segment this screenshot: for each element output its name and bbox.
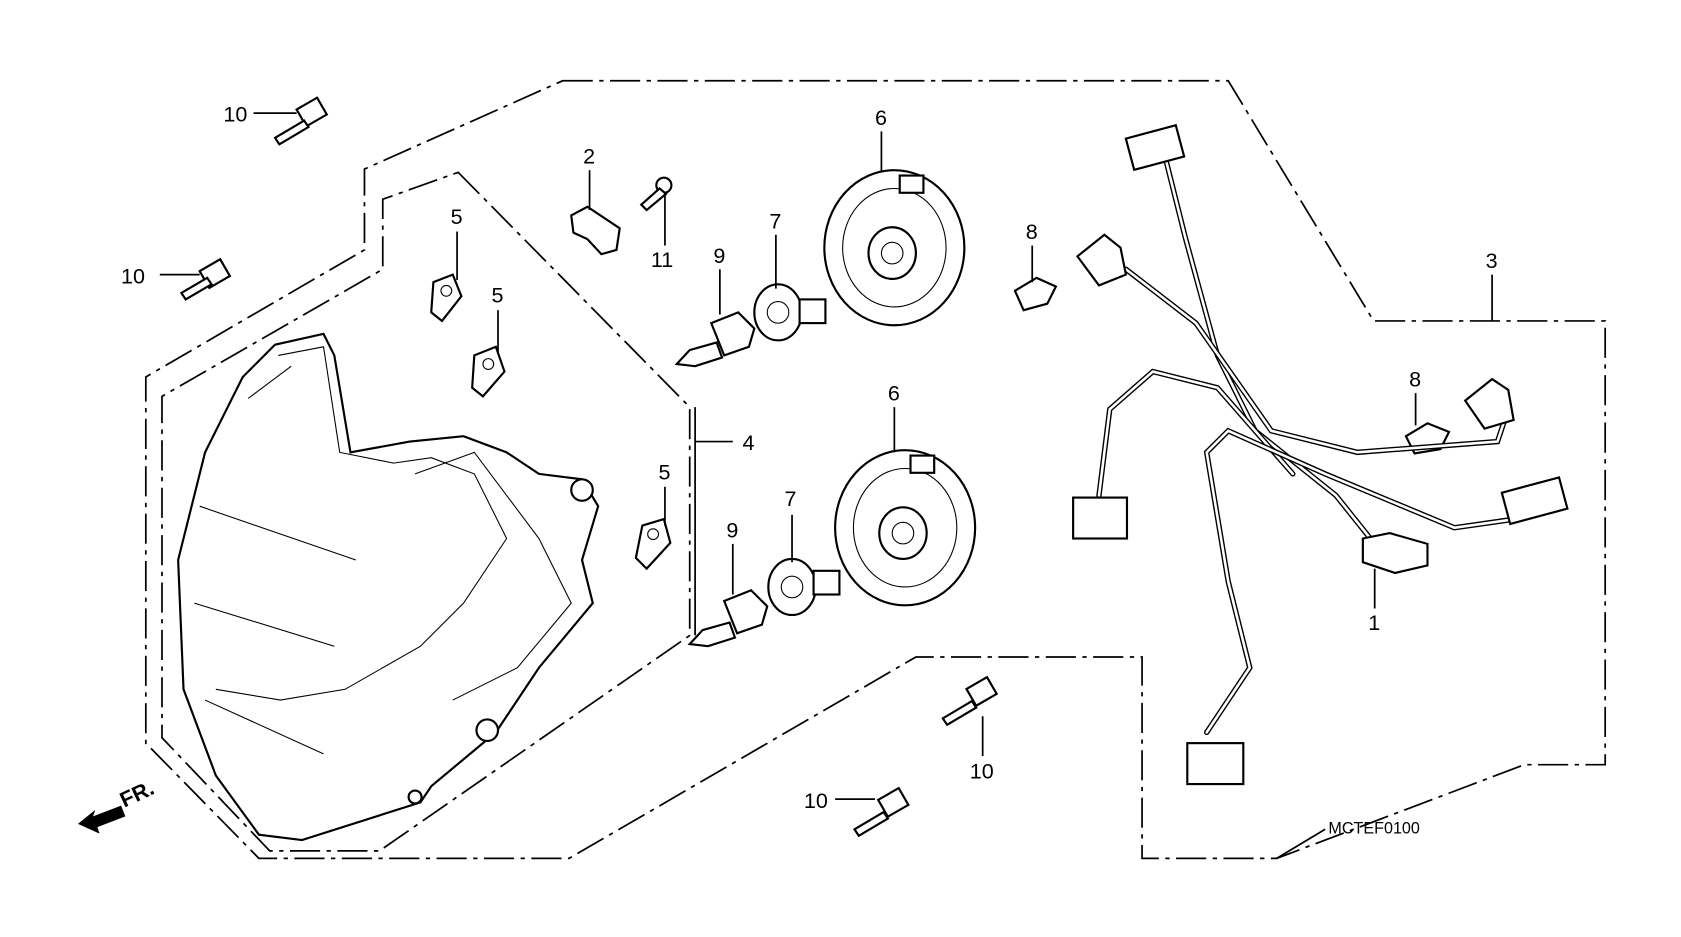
callout-5: 5 — [658, 460, 670, 484]
bolt-icon — [179, 257, 232, 301]
diagram-code: MCTEF0100 — [1328, 820, 1420, 838]
front-direction-arrow: FR. — [77, 776, 158, 834]
callout-7: 7 — [769, 209, 781, 233]
callout-5: 5 — [492, 284, 504, 308]
bolt-icon — [273, 96, 329, 146]
mount-bracket-icon — [430, 273, 463, 323]
bulb-socket-icon — [767, 557, 841, 617]
callout-10: 10 — [970, 760, 994, 784]
headlight-bulb-icon — [687, 588, 769, 648]
position-bulb-icon — [1013, 276, 1058, 312]
callout-9: 9 — [726, 518, 738, 542]
headlight-unit — [177, 332, 600, 842]
callout-10: 10 — [804, 789, 828, 813]
callout-6: 6 — [875, 106, 887, 130]
callout-1: 1 — [1368, 611, 1380, 635]
callout-8: 8 — [1026, 220, 1038, 244]
mount-bracket-icon — [634, 517, 672, 571]
callout-2: 2 — [583, 145, 595, 169]
callout-11: 11 — [651, 248, 673, 272]
callout-4: 4 — [742, 431, 754, 455]
bolt-icon — [852, 786, 910, 838]
dust-cover-icon — [834, 449, 977, 607]
front-arrow-label: FR. — [116, 776, 158, 812]
headlight-bulb-icon — [674, 311, 756, 368]
callout-10: 10 — [121, 264, 145, 288]
callout-6: 6 — [888, 382, 900, 406]
leader-lines — [159, 112, 1493, 860]
callout-10: 10 — [223, 103, 247, 127]
dust-cover-icon — [823, 169, 966, 327]
mount-bracket-icon — [471, 345, 506, 398]
screw-icon — [639, 176, 673, 212]
callout-3: 3 — [1486, 249, 1498, 273]
bolt-icon — [941, 675, 999, 727]
callout-5: 5 — [451, 205, 463, 229]
headlight-group-boundary — [161, 171, 691, 852]
callout-8: 8 — [1409, 368, 1421, 392]
callout-7: 7 — [784, 487, 796, 511]
clip-icon — [570, 205, 621, 256]
callout-9: 9 — [713, 244, 725, 268]
bulb-socket-icon — [753, 283, 827, 342]
wire-harness — [1072, 123, 1569, 786]
assembly-boundary — [144, 79, 1607, 860]
